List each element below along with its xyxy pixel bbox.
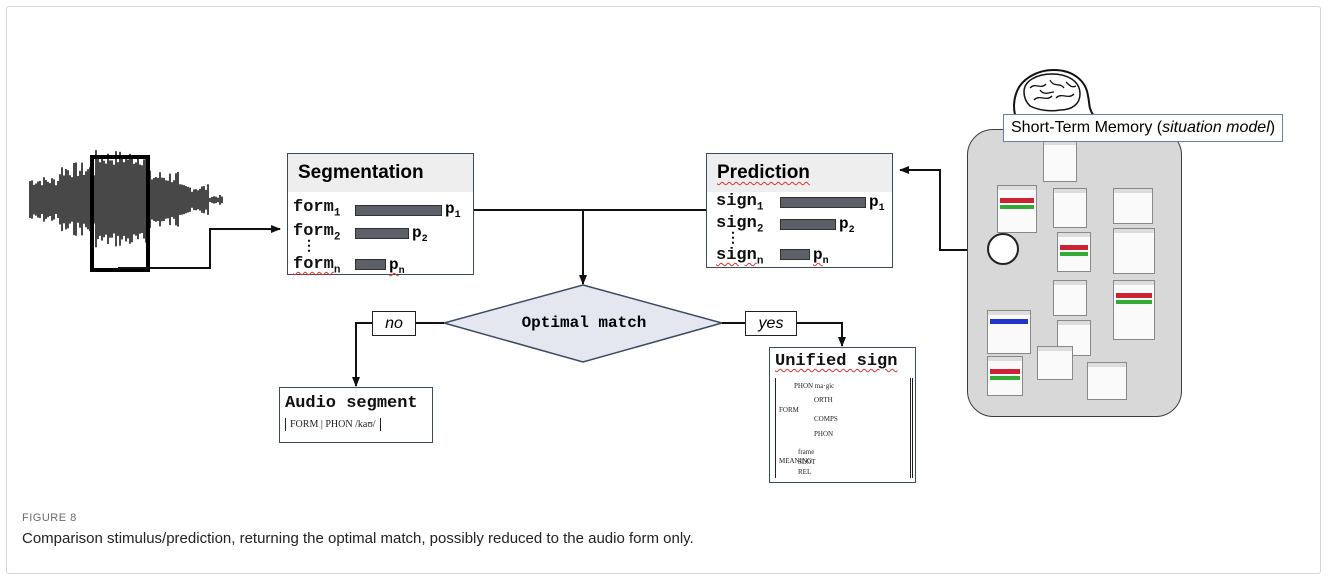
stm-sign-node <box>1037 346 1073 380</box>
avm-orth: ORTH <box>814 396 833 404</box>
segmentation-box: Segmentation <box>287 153 474 275</box>
figure-label: FIGURE 8 <box>22 512 77 524</box>
prediction-title: Prediction <box>707 154 892 192</box>
prediction-prob-n: pn <box>813 246 829 268</box>
stm-sign-node <box>1087 362 1127 400</box>
stm-sign-node <box>1043 140 1077 182</box>
stm-sign-node <box>1113 228 1155 274</box>
stm-network-graph <box>987 140 1172 410</box>
segmentation-prob-2: p2 <box>412 224 428 246</box>
audio-segment-title: Audio segment <box>285 394 418 413</box>
stm-label: Short-Term Memory (situation model) <box>1003 114 1284 142</box>
prediction-row-2: sign2 <box>716 214 764 236</box>
stm-sign-node <box>1057 232 1091 272</box>
prediction-box: Prediction <box>706 153 893 268</box>
stm-sign-node <box>1053 280 1087 316</box>
optimal-match-diamond <box>441 284 725 363</box>
unified-sign-box <box>769 347 916 483</box>
arrow-stm-to-prediction <box>899 166 987 251</box>
segmentation-ellipsis: ⋮ <box>302 239 316 255</box>
prediction-prob-2: p2 <box>839 215 855 237</box>
stm-focus-circle <box>987 233 1019 265</box>
stm-sign-node <box>1113 188 1153 224</box>
optimal-match-label: Optimal match <box>521 314 647 332</box>
arrow-yes-to-unified-sign <box>797 322 846 347</box>
stm-sign-node <box>1113 280 1155 340</box>
prediction-row-n: signn <box>716 246 764 268</box>
avm-meaning: MEANING <box>779 457 813 465</box>
prediction-ellipsis: ⋮ <box>726 231 740 247</box>
avm-slot: SLOT <box>798 458 816 466</box>
segmentation-bar-n <box>355 259 386 270</box>
avm-phon: PHON ma·gic <box>794 382 835 390</box>
unified-sign-title: Unified sign <box>775 352 898 371</box>
segmentation-prob-1: p1 <box>445 200 461 222</box>
yes-label: yes <box>745 311 797 336</box>
figure-frame <box>6 6 1321 574</box>
segmentation-title: Segmentation <box>288 154 473 192</box>
segmentation-row-2: form2 <box>293 222 341 244</box>
prediction-row-1: sign1 <box>716 192 764 214</box>
stm-sign-node <box>987 310 1031 354</box>
segmentation-row-n: formn <box>293 255 341 277</box>
no-label: no <box>372 311 416 336</box>
segmentation-bar-2 <box>355 228 409 239</box>
prediction-bar-1 <box>780 197 866 208</box>
audio-waveform <box>29 150 223 248</box>
avm-form: FORM <box>779 406 799 414</box>
prediction-prob-1: p1 <box>869 193 885 215</box>
segmentation-prob-n: pn <box>389 256 405 278</box>
avm-phon2: PHON <box>814 430 834 438</box>
stm-sign-node <box>997 185 1037 233</box>
audio-segment-box <box>279 387 433 443</box>
prediction-bar-2 <box>780 219 836 230</box>
audio-segment-avm: FORM | PHON /kaʊ/ <box>285 418 381 431</box>
stm-sign-node <box>987 356 1023 396</box>
avm-rel: REL <box>798 468 812 476</box>
stm-sign-node <box>1053 188 1087 228</box>
prediction-bar-n <box>780 249 810 260</box>
figure-caption: Comparison stimulus/prediction, returnin… <box>22 530 694 547</box>
avm-comps: COMPS <box>814 415 838 423</box>
segmentation-row-1: form1 <box>293 198 341 220</box>
arrow-no-to-audio-segment <box>352 322 372 387</box>
avm-frame: frame <box>798 448 815 456</box>
unified-sign-avm: FORM MEANING PHON ma·gic ORTH COMPS PHON… <box>775 378 913 478</box>
segmentation-bar-1 <box>355 205 442 216</box>
